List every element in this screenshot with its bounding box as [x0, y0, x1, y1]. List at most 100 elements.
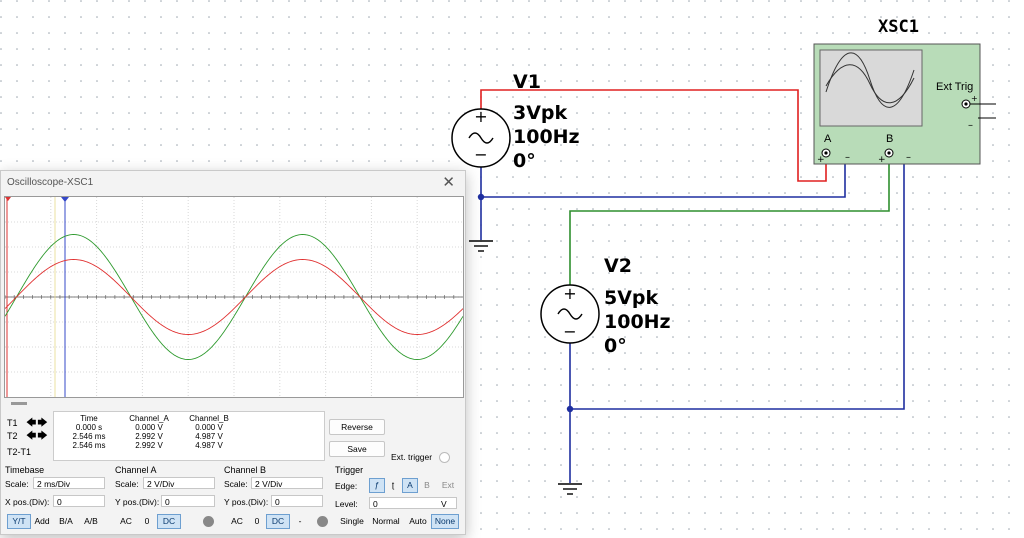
channel-b-label: Channel B [224, 465, 267, 475]
channel-b-scale-label: Scale: [224, 479, 248, 489]
timebase-scale-field[interactable]: 2 ms/Div [33, 477, 105, 489]
readout-header: Time [80, 414, 98, 423]
window-titlebar[interactable]: Oscilloscope-XSC1 ✕ [1, 171, 465, 195]
svg-text:−: − [563, 322, 576, 341]
falling-edge-icon[interactable]: ʈ [391, 480, 395, 490]
wire-gnd-a[interactable] [480, 154, 846, 198]
mode-ba-button[interactable]: B/A [59, 516, 73, 526]
cursor-t1-label: T1 [7, 418, 18, 428]
ext-trig-label: Ext Trig [936, 81, 973, 93]
v1-frequency: 100Hz [513, 126, 580, 148]
cursor-readout-table: Time 0.000 s 2.546 ms 2.546 ms Channel_A… [53, 411, 325, 461]
v2-frequency: 100Hz [604, 311, 671, 333]
trigger-none-button[interactable]: None [431, 514, 459, 529]
trigger-source-a-button[interactable]: A [402, 478, 418, 493]
svg-text:+: + [817, 155, 825, 165]
xpos-label: X pos.(Div): [5, 497, 50, 507]
scope-grid [5, 197, 463, 397]
trigger-level-label: Level: [335, 499, 358, 509]
svg-text:–: – [968, 120, 973, 131]
svg-text:+: + [563, 284, 576, 303]
trigger-source-ext-button[interactable]: Ext [441, 480, 455, 490]
channel-b-ac-button[interactable]: AC [231, 516, 243, 526]
ground-symbol-2 [558, 483, 582, 495]
terminal-ext-trig[interactable]: + – [961, 94, 996, 131]
readout-col-channel-b: Channel_B 0.000 V 4.987 V 4.987 V [180, 414, 238, 450]
trigger-level-field[interactable]: 0 [369, 497, 457, 509]
channel-b-invert-button[interactable]: - [298, 516, 302, 526]
channel-a-dc-button[interactable]: DC [157, 514, 181, 529]
source-v2[interactable]: + − [540, 284, 600, 344]
svg-text:–: – [845, 152, 850, 163]
channel-b-ypos-field[interactable]: 0 [271, 495, 323, 507]
channel-a-scale-field[interactable]: 2 V/Div [143, 477, 215, 489]
trace-channel-b [5, 234, 463, 360]
trigger-label: Trigger [335, 465, 364, 475]
ground-symbol-1 [469, 240, 493, 252]
channel-a-terminal-label: A [824, 133, 832, 145]
terminal-a[interactable]: + – [817, 148, 850, 165]
oscilloscope-window[interactable]: Oscilloscope-XSC1 ✕ T1 🡄🡆 T2 🡄🡆 T2-T1 Ti… [0, 170, 466, 535]
cursor-t2-arrows[interactable]: 🡄🡆 [26, 431, 49, 442]
v1-amplitude: 3Vpk [513, 102, 568, 124]
mode-ab-button[interactable]: A/B [84, 516, 98, 526]
svg-text:+: + [878, 155, 886, 165]
scope-name-label: XSC1 [878, 17, 919, 37]
v1-phase: 0° [513, 150, 536, 172]
timebase-label: Timebase [5, 465, 45, 475]
ext-trigger-terminal[interactable] [439, 452, 450, 463]
channel-a-zero-button[interactable]: 0 [144, 516, 150, 526]
readout-cell: 0.000 V [135, 423, 163, 432]
trace-channel-a [5, 259, 463, 335]
channel-b-terminal-label: B [886, 133, 893, 145]
reverse-button[interactable]: Reverse [329, 419, 385, 435]
terminal-b[interactable]: + – [878, 148, 911, 165]
channel-a-label: Channel A [115, 465, 157, 475]
rising-edge-icon[interactable]: ƒ [369, 478, 385, 493]
readout-cell: 2.546 ms [72, 441, 106, 450]
channel-a-scale-label: Scale: [115, 479, 139, 489]
source-v1[interactable]: + − [451, 107, 511, 168]
channel-b-scale-field[interactable]: 2 V/Div [251, 477, 323, 489]
channel-b-dc-button[interactable]: DC [266, 514, 290, 529]
wire-gnd-b[interactable] [569, 154, 905, 410]
readout-header: Channel_B [189, 414, 229, 423]
cursor-t2-row: T2 [7, 431, 18, 443]
xpos-field[interactable]: 0 [53, 495, 105, 507]
splitter-grip[interactable] [11, 402, 27, 405]
channel-b-zero-button[interactable]: 0 [254, 516, 260, 526]
scope-screen[interactable] [4, 196, 464, 398]
cursor-t1-arrows[interactable]: 🡄🡆 [26, 418, 49, 429]
cursor-t2-marker[interactable] [61, 197, 69, 202]
oscilloscope-instrument[interactable] [813, 43, 981, 165]
channel-b-ypos-label: Y pos.(Div): [224, 497, 269, 507]
svg-text:+: + [971, 94, 978, 103]
wire-v2-to-b[interactable] [569, 154, 890, 288]
channel-b-terminal-icon[interactable] [317, 516, 328, 527]
v1-name: V1 [513, 71, 541, 93]
readout-col-channel-a: Channel_A 0.000 V 2.992 V 2.992 V [120, 414, 178, 450]
readout-cell: 0.000 V [195, 423, 223, 432]
readout-cell: 4.987 V [195, 432, 223, 441]
trigger-edge-label: Edge: [335, 481, 358, 491]
v2-name: V2 [604, 255, 632, 277]
trigger-auto-button[interactable]: Auto [409, 516, 427, 526]
channel-a-ypos-field[interactable]: 0 [161, 495, 215, 507]
junction-dot [566, 405, 574, 413]
wire-v1-to-a[interactable] [480, 89, 827, 182]
readout-cell: 2.992 V [135, 441, 163, 450]
trigger-level-unit: V [441, 499, 447, 509]
cursor-t1-marker[interactable] [5, 197, 11, 201]
close-icon[interactable]: ✕ [442, 174, 455, 191]
trigger-single-button[interactable]: Single [340, 516, 364, 526]
trigger-normal-button[interactable]: Normal [372, 516, 400, 526]
readout-cell: 2.546 ms [72, 432, 106, 441]
channel-a-terminal-icon[interactable] [203, 516, 214, 527]
save-button[interactable]: Save [329, 441, 385, 457]
trigger-source-b-button[interactable]: B [424, 480, 430, 490]
mode-yt-button[interactable]: Y/T [7, 514, 31, 529]
mode-add-button[interactable]: Add [34, 516, 50, 526]
readout-cell: 0.000 s [75, 423, 103, 432]
svg-text:–: – [906, 152, 911, 163]
channel-a-ac-button[interactable]: AC [120, 516, 132, 526]
